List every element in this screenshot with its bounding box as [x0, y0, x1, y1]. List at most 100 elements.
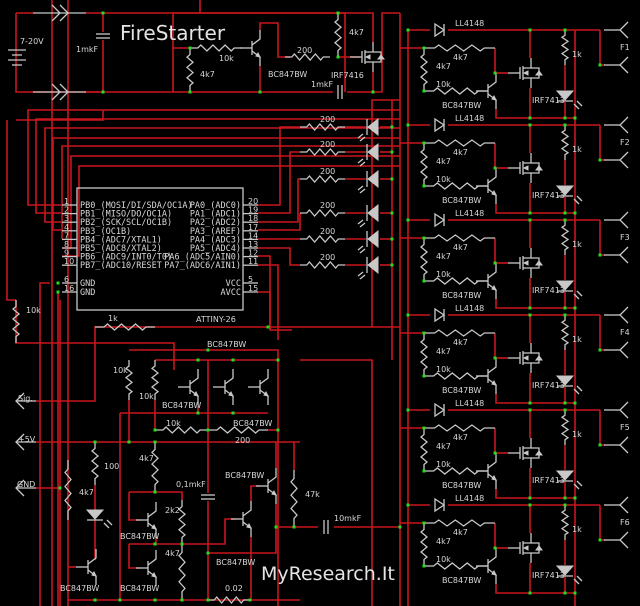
- mcu-pin-label: PB4_(ADC7/XTAL1): [80, 235, 162, 245]
- junction-dot: [493, 71, 497, 75]
- status-led: [357, 229, 379, 254]
- output-connector: [619, 56, 629, 74]
- q-bc847-ch: [476, 453, 497, 489]
- wire: [208, 527, 277, 554]
- junction-dot: [422, 141, 426, 145]
- transistor-label: BC847BW: [442, 101, 481, 110]
- mcu-body: [76, 187, 244, 311]
- mcu-pin-number: 1: [64, 197, 69, 206]
- transistor-arrow: [491, 190, 497, 196]
- led-light-ray: [573, 483, 580, 490]
- q-high-bc847: [240, 30, 261, 66]
- junction-dot: [528, 123, 532, 127]
- mosfet-drain: [523, 438, 532, 449]
- r-2k2-label: 2k2: [165, 506, 180, 515]
- output-connector: [619, 246, 629, 264]
- battery-label: 7-20V: [20, 37, 44, 46]
- junction-dot: [563, 401, 567, 405]
- r2-label: 4k7: [436, 537, 451, 546]
- led-light-ray: [576, 575, 583, 582]
- mcu-pin-number: 16: [64, 284, 74, 293]
- wire: [495, 109, 575, 119]
- r-4k7-bot-label: 4k7: [165, 549, 180, 558]
- r-4k7-ch: [424, 139, 495, 147]
- led-light-ray: [576, 100, 583, 107]
- transistor-collector: [87, 549, 97, 565]
- junction-dot: [188, 90, 192, 94]
- junction-dot: [390, 237, 394, 241]
- wire: [300, 359, 373, 606]
- junction-dot: [563, 496, 567, 500]
- junction-dot: [563, 211, 567, 215]
- mcu-pin-label: GND: [80, 279, 95, 289]
- mosfet-body-diode: [535, 355, 543, 361]
- r-1k-led: [560, 125, 570, 160]
- r-200-led-label: 200: [320, 253, 335, 262]
- q-led-label: BC847BW: [60, 584, 99, 593]
- mosfet-irf7413: [508, 248, 543, 278]
- transistor-label: BC847BW: [442, 576, 481, 585]
- led-light-ray: [573, 198, 580, 205]
- mosfet-source: [523, 267, 532, 278]
- r-4k7-ch: [424, 424, 495, 432]
- transistor-emitter: [224, 389, 234, 405]
- transistor-arrow: [193, 391, 199, 397]
- transistor-emitter: [487, 473, 497, 489]
- brand-label: MyResearch.It: [261, 563, 395, 585]
- junction-dot: [563, 408, 567, 412]
- junction-dot: [153, 598, 157, 602]
- r2-label: 4k7: [436, 62, 451, 71]
- junction-dot: [266, 325, 270, 329]
- r-200-led: [300, 209, 345, 217]
- junction-dot: [336, 11, 340, 15]
- q-drv2-label: BC847BW: [216, 558, 255, 567]
- r-10k-b: [150, 360, 160, 400]
- junction-dot: [422, 236, 426, 240]
- junction-dot: [422, 374, 426, 378]
- diode-body: [434, 212, 446, 228]
- wire: [258, 291, 271, 330]
- transistor-arrow: [491, 475, 497, 481]
- mcu-pin-label: PA1_(ADC1): [190, 210, 241, 220]
- status-led: [357, 255, 379, 280]
- junction-dot: [406, 503, 410, 507]
- junction-dot: [528, 28, 532, 32]
- led-body: [367, 169, 379, 189]
- led-light-ray: [576, 385, 583, 392]
- wire: [371, 99, 400, 327]
- r-pullup-4k7: [334, 13, 342, 57]
- r-4k7-ch-v: [419, 333, 429, 376]
- transistor-label: BC847BW: [442, 196, 481, 205]
- junction-dot: [528, 408, 532, 412]
- transistor-collector: [259, 369, 269, 385]
- r-4k7-ch-v: [419, 143, 429, 186]
- junction-dot: [101, 11, 105, 15]
- r-4k7-ch: [424, 329, 495, 337]
- r-10k-label: 10k: [219, 54, 234, 63]
- transistor-arrow: [246, 523, 252, 529]
- wires: [6, 0, 605, 606]
- r-10k-ch: [424, 562, 488, 570]
- r-200-led-label: 200: [320, 140, 335, 149]
- led-body: [367, 229, 379, 249]
- r-4k7-ch-v: [419, 428, 429, 471]
- junction-dot: [598, 253, 602, 257]
- status-led: [357, 203, 379, 228]
- r-200-led-label: 200: [320, 115, 335, 124]
- led-light-ray: [359, 188, 366, 194]
- q-bc847-led: [76, 549, 97, 585]
- transistor-collector: [224, 369, 234, 385]
- r-10k-high: [190, 44, 242, 52]
- q-bc847-drv2: [256, 468, 277, 504]
- transistor-arrow: [491, 95, 497, 101]
- led-body: [367, 117, 379, 137]
- transistor-collector: [267, 468, 277, 484]
- mcu-pin-number: 14: [248, 231, 258, 240]
- led-light-ray: [573, 103, 580, 110]
- transistor-collector: [487, 453, 497, 469]
- r-10k-b-label: 10k: [139, 392, 154, 401]
- led-light-ray: [359, 248, 366, 254]
- r3-label: 10k: [436, 270, 451, 279]
